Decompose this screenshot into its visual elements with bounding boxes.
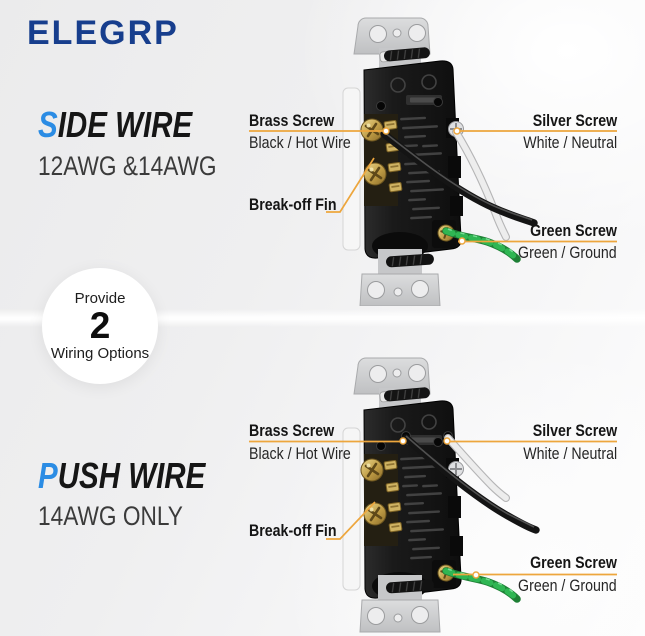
label-white-neutral-top: White / Neutral	[523, 134, 617, 152]
section-title-push-wire: PUSH WIRE	[38, 456, 205, 496]
section-subtitle-side-wire: 12AWG &14AWG	[38, 151, 217, 181]
mounting-strap-bottom	[359, 249, 441, 307]
section-subtitle-push-wire: 14AWG ONLY	[38, 501, 183, 531]
label-white-neutral-bottom: White / Neutral	[523, 445, 617, 463]
label-brass-screw-bottom: Brass Screw	[249, 422, 335, 440]
mounting-screw-top	[379, 47, 430, 63]
label-green-ground-top: Green / Ground	[518, 244, 617, 262]
title-initial-push: P	[38, 455, 58, 496]
label-green-screw-top: Green Screw	[530, 222, 617, 240]
title-rest-push: USH WIRE	[57, 455, 206, 496]
label-brass-screw-top: Brass Screw	[249, 112, 335, 130]
badge-line-top: Provide	[74, 289, 126, 307]
molded-text	[400, 116, 445, 220]
label-break-off-fin-top: Break-off Fin	[249, 196, 337, 214]
label-green-screw-bottom: Green Screw	[530, 554, 617, 572]
brand-logo: ELEGRP	[27, 14, 179, 52]
mounting-screw-top	[379, 387, 430, 403]
device-face-edge	[342, 87, 361, 251]
label-break-off-fin-bottom: Break-off Fin	[249, 522, 337, 540]
label-silver-screw-top: Silver Screw	[532, 112, 617, 130]
label-silver-screw-bottom: Silver Screw	[532, 422, 617, 440]
device-body	[363, 400, 463, 600]
badge-number: 2	[89, 304, 111, 346]
brass-terminals	[360, 454, 403, 546]
section-title-side-wire: SIDE WIRE	[38, 105, 192, 145]
section-divider	[0, 309, 645, 327]
mounting-strap-bottom	[359, 575, 441, 633]
label-green-ground-bottom: Green / Ground	[518, 577, 617, 595]
brass-terminals	[360, 114, 403, 206]
badge-line-bottom: Wiring Options	[50, 345, 150, 363]
title-initial-side: S	[38, 104, 58, 145]
wiring-options-badge: Provide 2 Wiring Options	[42, 268, 158, 384]
title-rest-side: IDE WIRE	[57, 104, 193, 145]
label-black-hot-wire-top: Black / Hot Wire	[249, 134, 351, 152]
label-black-hot-wire-bottom: Black / Hot Wire	[249, 445, 351, 463]
mounting-strap-top	[353, 357, 431, 414]
molded-text	[400, 456, 445, 560]
